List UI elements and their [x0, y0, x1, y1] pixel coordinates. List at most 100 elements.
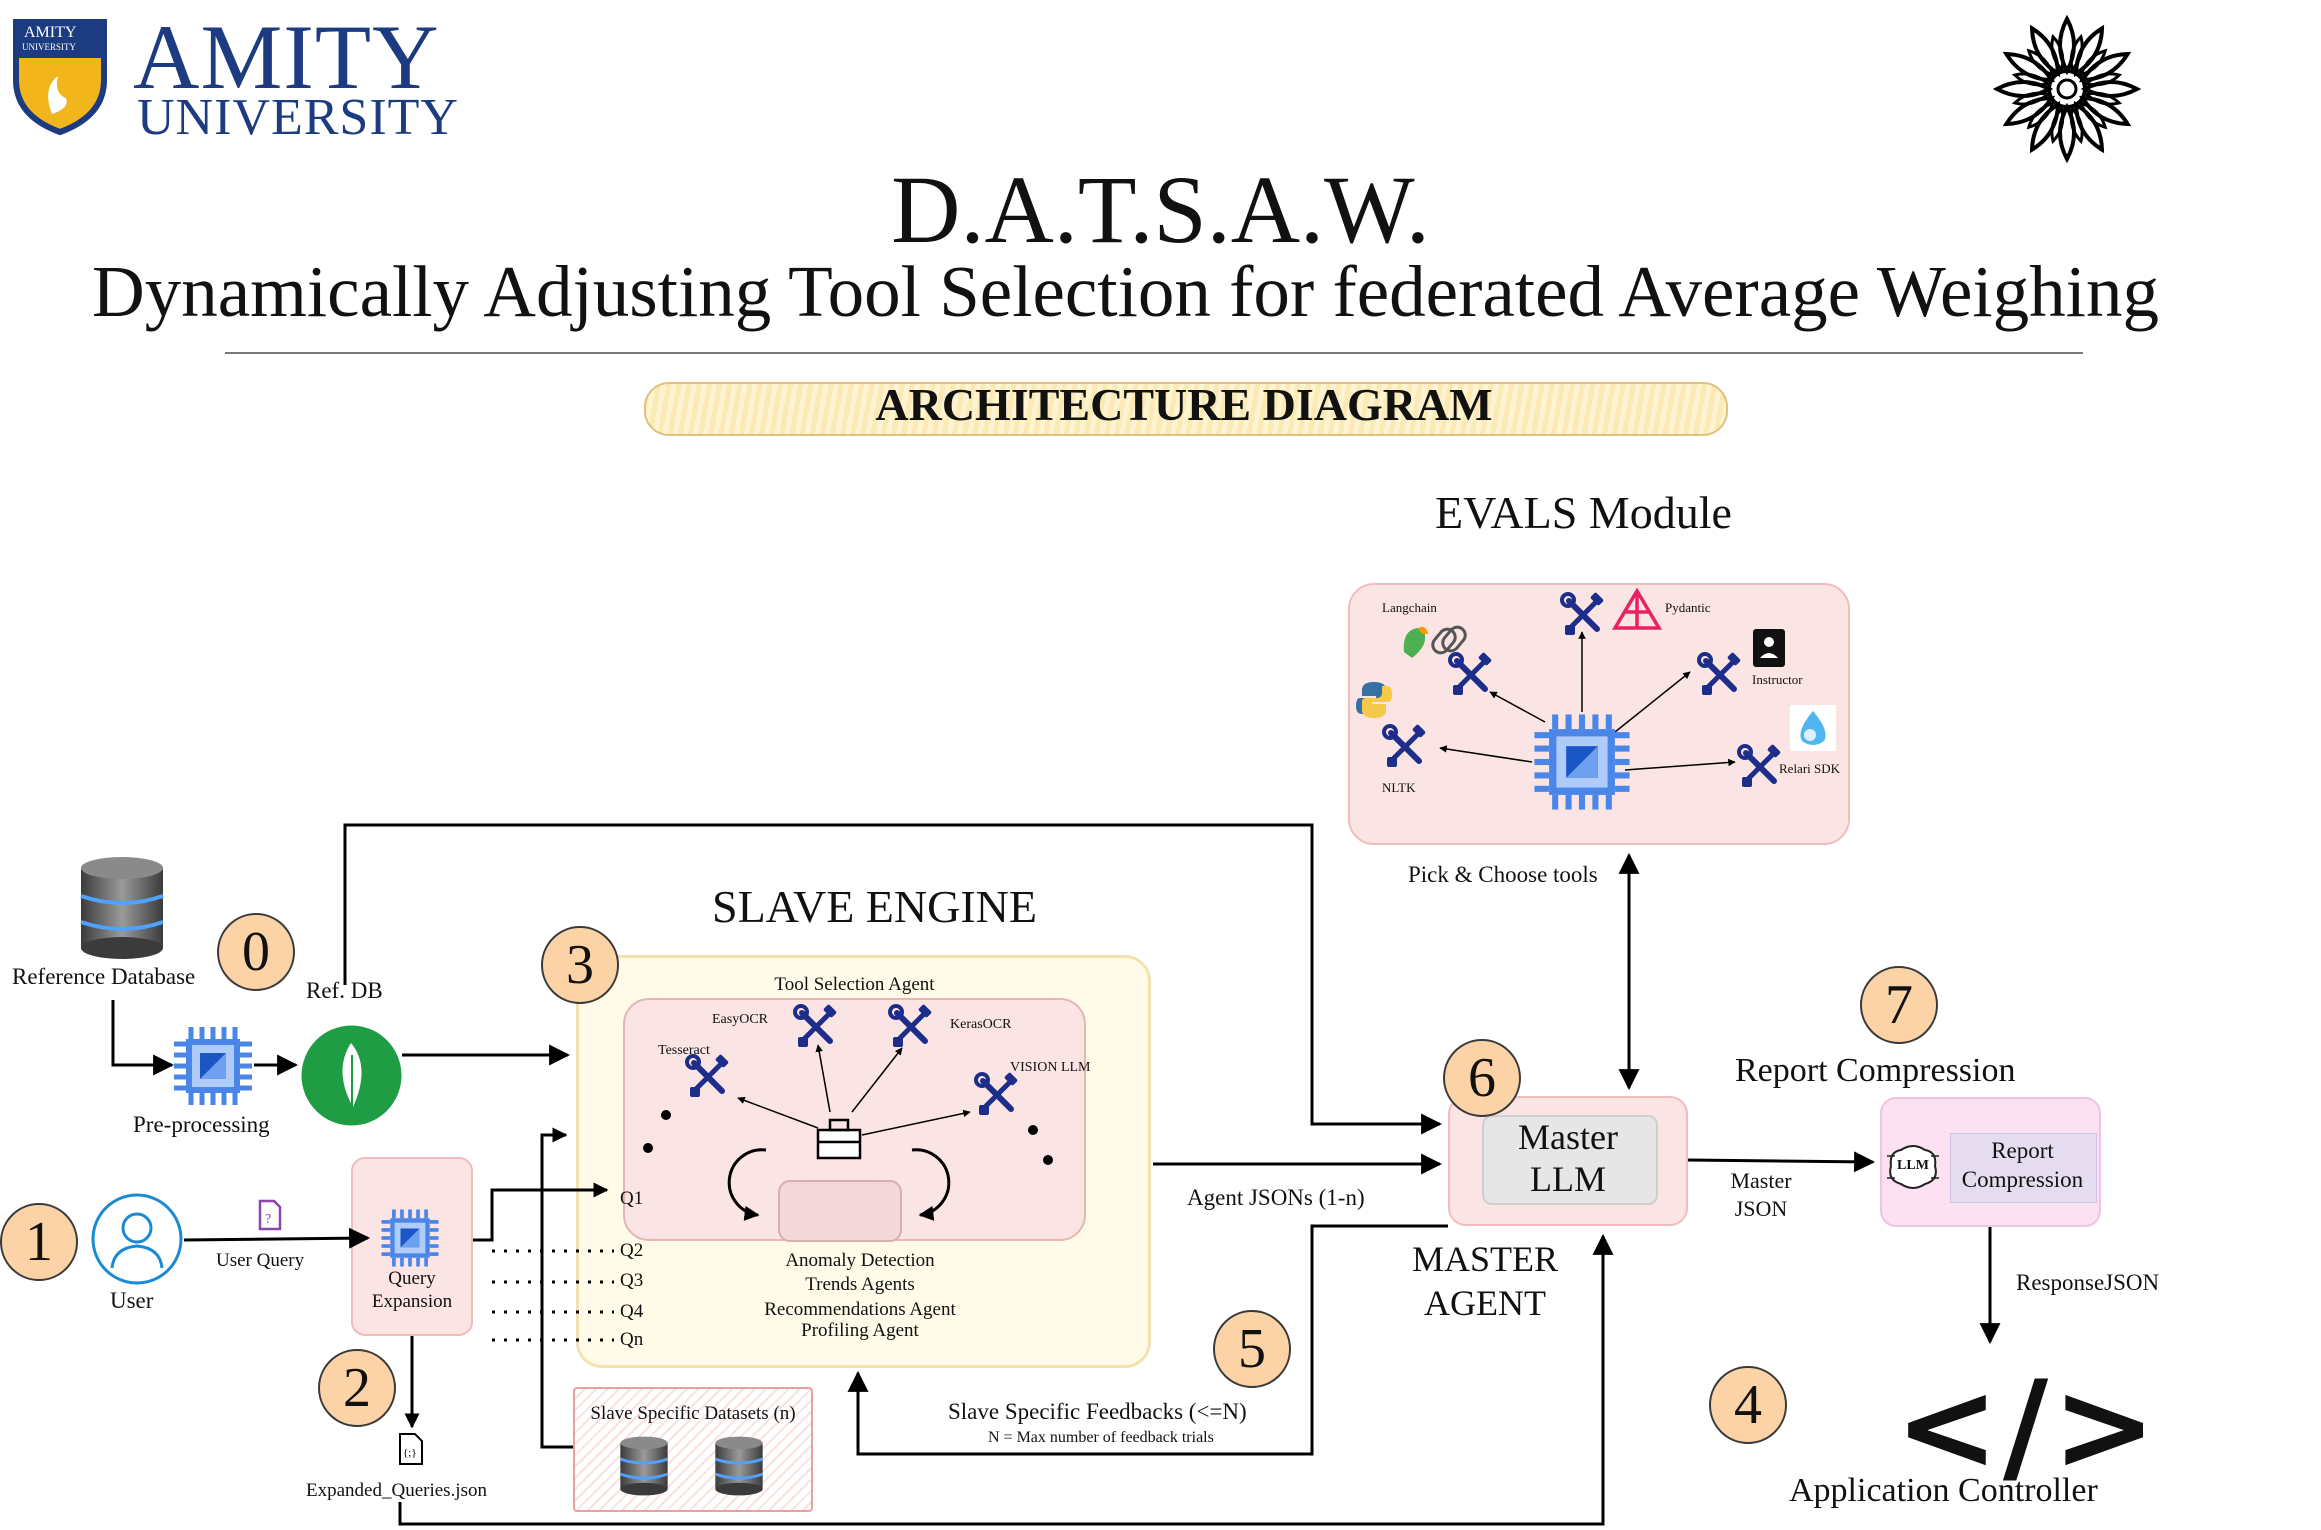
agent-anomaly-detection: Anomaly Detection: [785, 1250, 935, 1271]
master-json-label-1: Master: [1730, 1168, 1792, 1193]
report-compression-inner: [1950, 1133, 2097, 1203]
feedback-connector: [847, 1224, 1448, 1456]
agent-recommendations: Recommendations Agent: [764, 1299, 956, 1320]
lotus-emblem-icon: [1992, 14, 2142, 164]
tesseract-tool-icon: [685, 1054, 731, 1100]
langchain-parrot-icon: [1398, 622, 1468, 660]
tool-selection-agent-label: Tool Selection Agent: [774, 974, 935, 995]
query-qn: Qn: [620, 1329, 644, 1350]
json-file-icon: {;}: [398, 1432, 424, 1466]
slave-engine-title: SLAVE ENGINE: [712, 881, 1037, 932]
evals-wrench-relari-icon: [1737, 744, 1783, 790]
evals-nltk-label: NLTK: [1382, 780, 1416, 795]
evals-wrench-top-icon: [1560, 592, 1606, 638]
evals-wrench-nltk-icon: [1382, 724, 1428, 770]
user-avatar-icon: [90, 1192, 184, 1286]
query-file-icon: ?: [258, 1199, 282, 1231]
slave-datasets-label: Slave Specific Datasets (n): [590, 1403, 796, 1424]
report-box-label-1: Report: [1991, 1138, 2054, 1163]
step-2-badge: 2: [318, 1349, 396, 1427]
amity-shield-logo: [12, 18, 108, 136]
banner-label: ARCHITECTURE DIAGRAM: [875, 379, 1493, 430]
tool-spoke-tesseract: [737, 1096, 819, 1129]
master-llm-label-2: LLM: [1530, 1159, 1606, 1199]
vision-llm-tool-icon: [974, 1072, 1020, 1118]
query-expansion-label-2: Expansion: [371, 1291, 453, 1312]
tool-easyocr-label: EasyOCR: [712, 1012, 768, 1027]
report-compression-title: Report Compression: [1735, 1052, 2016, 1089]
evals-spoke-nltk: [1439, 745, 1533, 763]
json-to-master-connector: [398, 1233, 1614, 1526]
master-agent-label-1: MASTER: [1411, 1239, 1559, 1279]
expansion-to-q1-connector: [473, 1182, 609, 1242]
refdb-to-master-connector: [343, 823, 1443, 1135]
query-q3: Q3: [620, 1270, 644, 1291]
agent-output-box: [778, 1180, 902, 1242]
instructor-icon: [1752, 628, 1786, 668]
pydantic-icon: [1611, 587, 1663, 634]
tool-vision-llm-label: VISION LLM: [1010, 1060, 1091, 1075]
python-icon: [1356, 680, 1392, 720]
feedback-label: Slave Specific Feedbacks (<=N): [948, 1399, 1247, 1424]
master-to-report-connector: [1687, 1151, 1876, 1173]
pick-choose-tools-label: Pick & Choose tools: [1408, 862, 1598, 887]
evals-chip-icon: [1532, 712, 1632, 812]
evals-module-box: [1348, 583, 1850, 845]
query-q4: Q4: [620, 1301, 644, 1322]
step-7-badge: 7: [1860, 966, 1938, 1044]
tool-selection-agent-box: [623, 998, 1086, 1241]
evals-pydantic-label: Pydantic: [1665, 600, 1711, 615]
evals-spoke-instructor: [1614, 671, 1691, 733]
shield-text-2: UNIVERSITY: [22, 42, 76, 52]
master-agent-label-2: AGENT: [1424, 1283, 1546, 1323]
easyocr-tool-icon: [793, 1004, 839, 1050]
user-to-expansion-connector: [183, 1227, 371, 1249]
page-subtitle: Dynamically Adjusting Tool Selection for…: [92, 251, 2159, 332]
evals-langchain-label: Langchain: [1382, 600, 1437, 615]
tool-spoke-easyocr: [815, 1044, 831, 1113]
feedback-note-label: N = Max number of feedback trials: [988, 1429, 1214, 1446]
cycle-left-arrow: [727, 1148, 767, 1221]
user-label: User: [110, 1288, 154, 1313]
report-box-label-2: Compression: [1961, 1167, 2084, 1192]
query-q2: Q2: [620, 1240, 644, 1261]
tool-spoke-kerasocr: [851, 1047, 903, 1113]
ref-db-label: Ref. DB: [306, 978, 383, 1003]
refdb-to-preprocessing-connector: [111, 1000, 175, 1076]
query-expansion-chip-icon: [380, 1208, 440, 1268]
shield-text-1: AMITY: [24, 24, 77, 41]
evals-relari-label: Relari SDK: [1779, 761, 1841, 776]
page-title: D.A.T.S.A.W.: [891, 156, 1430, 263]
code-brackets-icon: </>: [1895, 1355, 2161, 1499]
step-1-badge: 1: [0, 1203, 78, 1281]
llm-brain-label: LLM: [1897, 1158, 1929, 1173]
step-6-badge: 6: [1443, 1039, 1521, 1117]
dataset-db-icon-2: [710, 1436, 768, 1496]
master-json-label-2: JSON: [1734, 1196, 1788, 1221]
master-llm-box: [1482, 1115, 1658, 1205]
evals-wrench-langchain-icon: [1448, 652, 1494, 698]
svg-text:?: ?: [265, 1212, 271, 1227]
step-5-badge: 5: [1213, 1310, 1291, 1388]
preprocessing-chip-icon: [172, 1025, 254, 1107]
llm-brain-icon: [1885, 1142, 1941, 1192]
step-4-badge: 4: [1709, 1366, 1787, 1444]
response-json-label: ResponseJSON: [2016, 1270, 2160, 1295]
tool-kerasocr-label: KerasOCR: [950, 1017, 1012, 1032]
toolbox-icon: [816, 1118, 862, 1160]
logo-text-university: UNIVERSITY: [137, 89, 459, 146]
evals-spoke-langchain: [1489, 691, 1546, 723]
expanded-queries-label: Expanded_Queries.json: [306, 1480, 487, 1501]
kerasocr-tool-icon: [888, 1004, 934, 1050]
query-q1: Q1: [620, 1188, 644, 1209]
agent-jsons-label: Agent JSONs (1-n): [1187, 1185, 1365, 1210]
reference-database-icon: [77, 856, 167, 960]
user-query-label: User Query: [216, 1250, 305, 1271]
evals-wrench-instructor-icon: [1697, 652, 1743, 698]
tool-spoke-vision: [861, 1109, 971, 1136]
svg-text:{;}: {;}: [403, 1447, 417, 1459]
agent-trends: Trends Agents: [805, 1274, 915, 1295]
reference-database-label: Reference Database: [12, 964, 196, 989]
mongodb-leaf-icon: [301, 1025, 402, 1126]
